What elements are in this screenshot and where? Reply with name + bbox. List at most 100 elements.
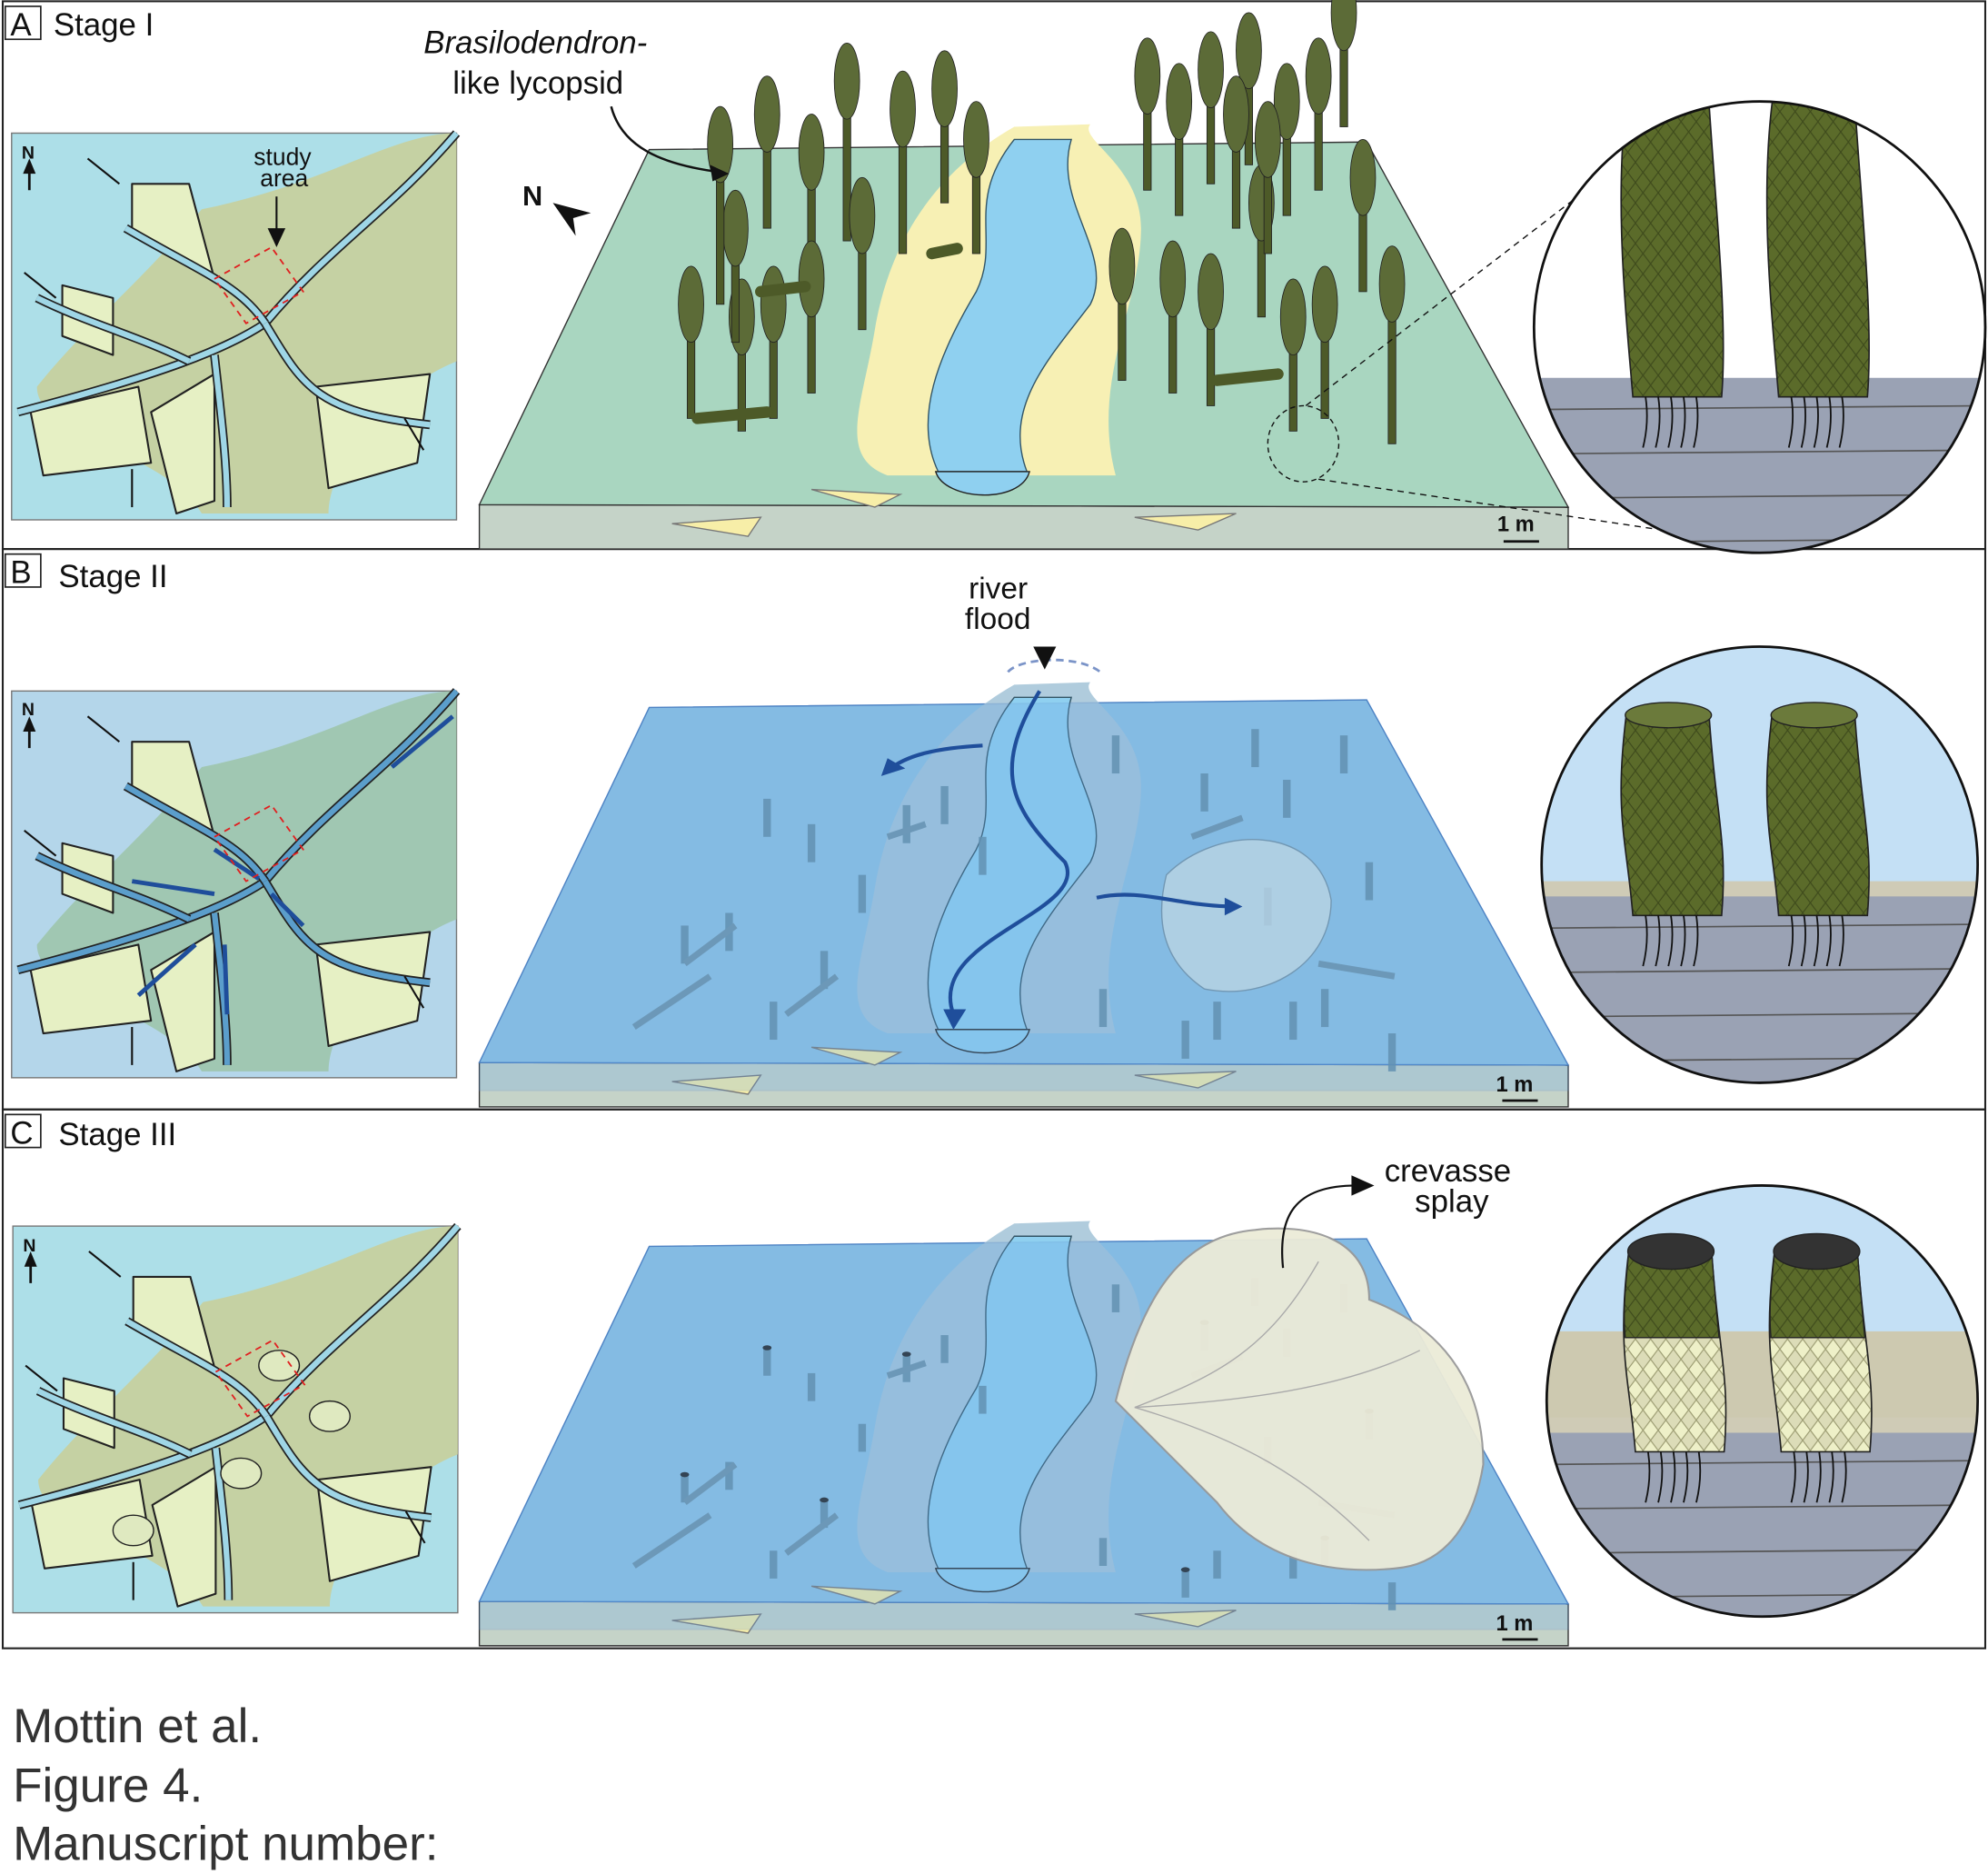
root (1838, 915, 1844, 967)
panel-c-label: C Stage III (4, 1113, 176, 1152)
progradation-double-arrow-icon (24, 829, 57, 857)
buried-stump (979, 1385, 987, 1414)
buried-stump (1180, 1567, 1190, 1598)
progradation-double-arrow-icon (88, 1251, 122, 1278)
root (1838, 396, 1844, 448)
root (1695, 1451, 1702, 1503)
buried-stump (1387, 1033, 1397, 1072)
block-diagram-stage-3 (478, 1221, 1570, 1647)
stump-trunk (681, 925, 689, 964)
crevasse-splay-label: splay (1415, 1184, 1489, 1220)
lycopsid-tree (849, 176, 876, 331)
progradation-double-arrow-icon (403, 417, 425, 451)
root (1787, 396, 1794, 448)
lycopsid-crown (1254, 101, 1281, 178)
buried-stump (820, 1497, 829, 1529)
root (1645, 1451, 1651, 1503)
lycopsid-tree (753, 75, 780, 229)
root (1680, 396, 1686, 448)
buried-stump (820, 951, 829, 990)
root (1693, 396, 1699, 448)
crevasse-splay-label: crevasse (1385, 1153, 1511, 1189)
stump-trunk (807, 1372, 816, 1401)
stump-trunk (1200, 773, 1208, 812)
footer-figure: Figure 4. (13, 1759, 203, 1812)
block-north-label: N (522, 180, 542, 212)
lycopsid-crown (1273, 63, 1300, 140)
stump-trunk (820, 1500, 829, 1529)
lycopsid-stump (1765, 101, 1870, 398)
lycopsid-crown (1198, 253, 1224, 331)
flood-flow-arrow (270, 892, 305, 928)
splay-channel (1134, 1261, 1319, 1409)
buried-stump (1181, 1021, 1189, 1059)
stump-trunk (1251, 729, 1259, 768)
stump-trunk (1289, 1002, 1297, 1041)
root (1642, 396, 1648, 448)
stump-cast-top (1180, 1567, 1190, 1572)
delta-map-stage-1 (11, 130, 461, 521)
fallen-log (1190, 814, 1244, 841)
root (1800, 396, 1806, 448)
stump-trunk (770, 1002, 778, 1041)
scale-label: 1 m (1497, 513, 1535, 537)
bedding-line (1534, 449, 1985, 455)
buried-stump (1200, 773, 1208, 812)
progradation-double-arrow-icon (86, 157, 121, 185)
study-area-box (214, 1339, 306, 1418)
lycopsid-annotation: Brasilodendron- (423, 25, 647, 61)
panel-title: Stage I (54, 7, 154, 43)
buried-stump (807, 823, 816, 862)
stump-trunk (1213, 1550, 1221, 1579)
arrowhead-icon (267, 228, 286, 248)
lycopsid-crown (1159, 240, 1187, 318)
channel-cross-section (934, 1029, 1030, 1054)
root (1655, 396, 1661, 448)
buried-stump (1289, 1550, 1297, 1579)
lycopsid-crown (1108, 227, 1136, 305)
bedding-line (1546, 1549, 1978, 1554)
buried-stump (858, 1423, 867, 1452)
bedding-line (1546, 1504, 1978, 1510)
root (1841, 1451, 1847, 1503)
buried-stump (1213, 1550, 1221, 1579)
detail-circle-stage-3 (1545, 1184, 1980, 1619)
flood-flow-arrow (222, 944, 230, 1015)
stump-trunk (858, 1423, 867, 1452)
buried-stump (1213, 1002, 1221, 1041)
lycopsid-tree (890, 70, 916, 254)
distributary-channel (263, 322, 431, 428)
panel-title: Stage II (58, 559, 167, 594)
fallen-log (926, 243, 963, 260)
stump-trunk (1098, 989, 1108, 1028)
panel-letter: B (10, 555, 31, 591)
study-area-box (213, 803, 304, 882)
stump-trunk (763, 1348, 771, 1376)
root (1657, 1451, 1664, 1503)
arrowhead-icon (710, 164, 730, 182)
river-flood-label: river (969, 573, 1028, 606)
root (1642, 915, 1648, 967)
circle-outline (1532, 100, 1987, 554)
panel-letter: A (10, 7, 32, 43)
stump-trunk (940, 1335, 949, 1363)
buried-stump (979, 836, 987, 875)
buried-stump (1098, 1538, 1108, 1566)
root (1667, 915, 1674, 967)
root (1800, 915, 1806, 967)
circle-content (1541, 646, 1978, 1083)
lycopsid-tree (1198, 253, 1224, 406)
scale-bar: 1 m (1496, 1612, 1538, 1641)
circle-outline (1545, 1184, 1980, 1619)
buried-stump (770, 1002, 778, 1041)
study-area-label: study (253, 143, 312, 170)
stump-upper-bark (1623, 1248, 1720, 1339)
root (1680, 915, 1686, 967)
root (1825, 396, 1832, 448)
stump-trunk (681, 1474, 689, 1503)
root (1655, 915, 1661, 967)
lycopsid-crown (833, 43, 860, 120)
root (1787, 915, 1794, 967)
study-area-box (213, 245, 304, 324)
flood-overtop-outline (1007, 658, 1104, 676)
